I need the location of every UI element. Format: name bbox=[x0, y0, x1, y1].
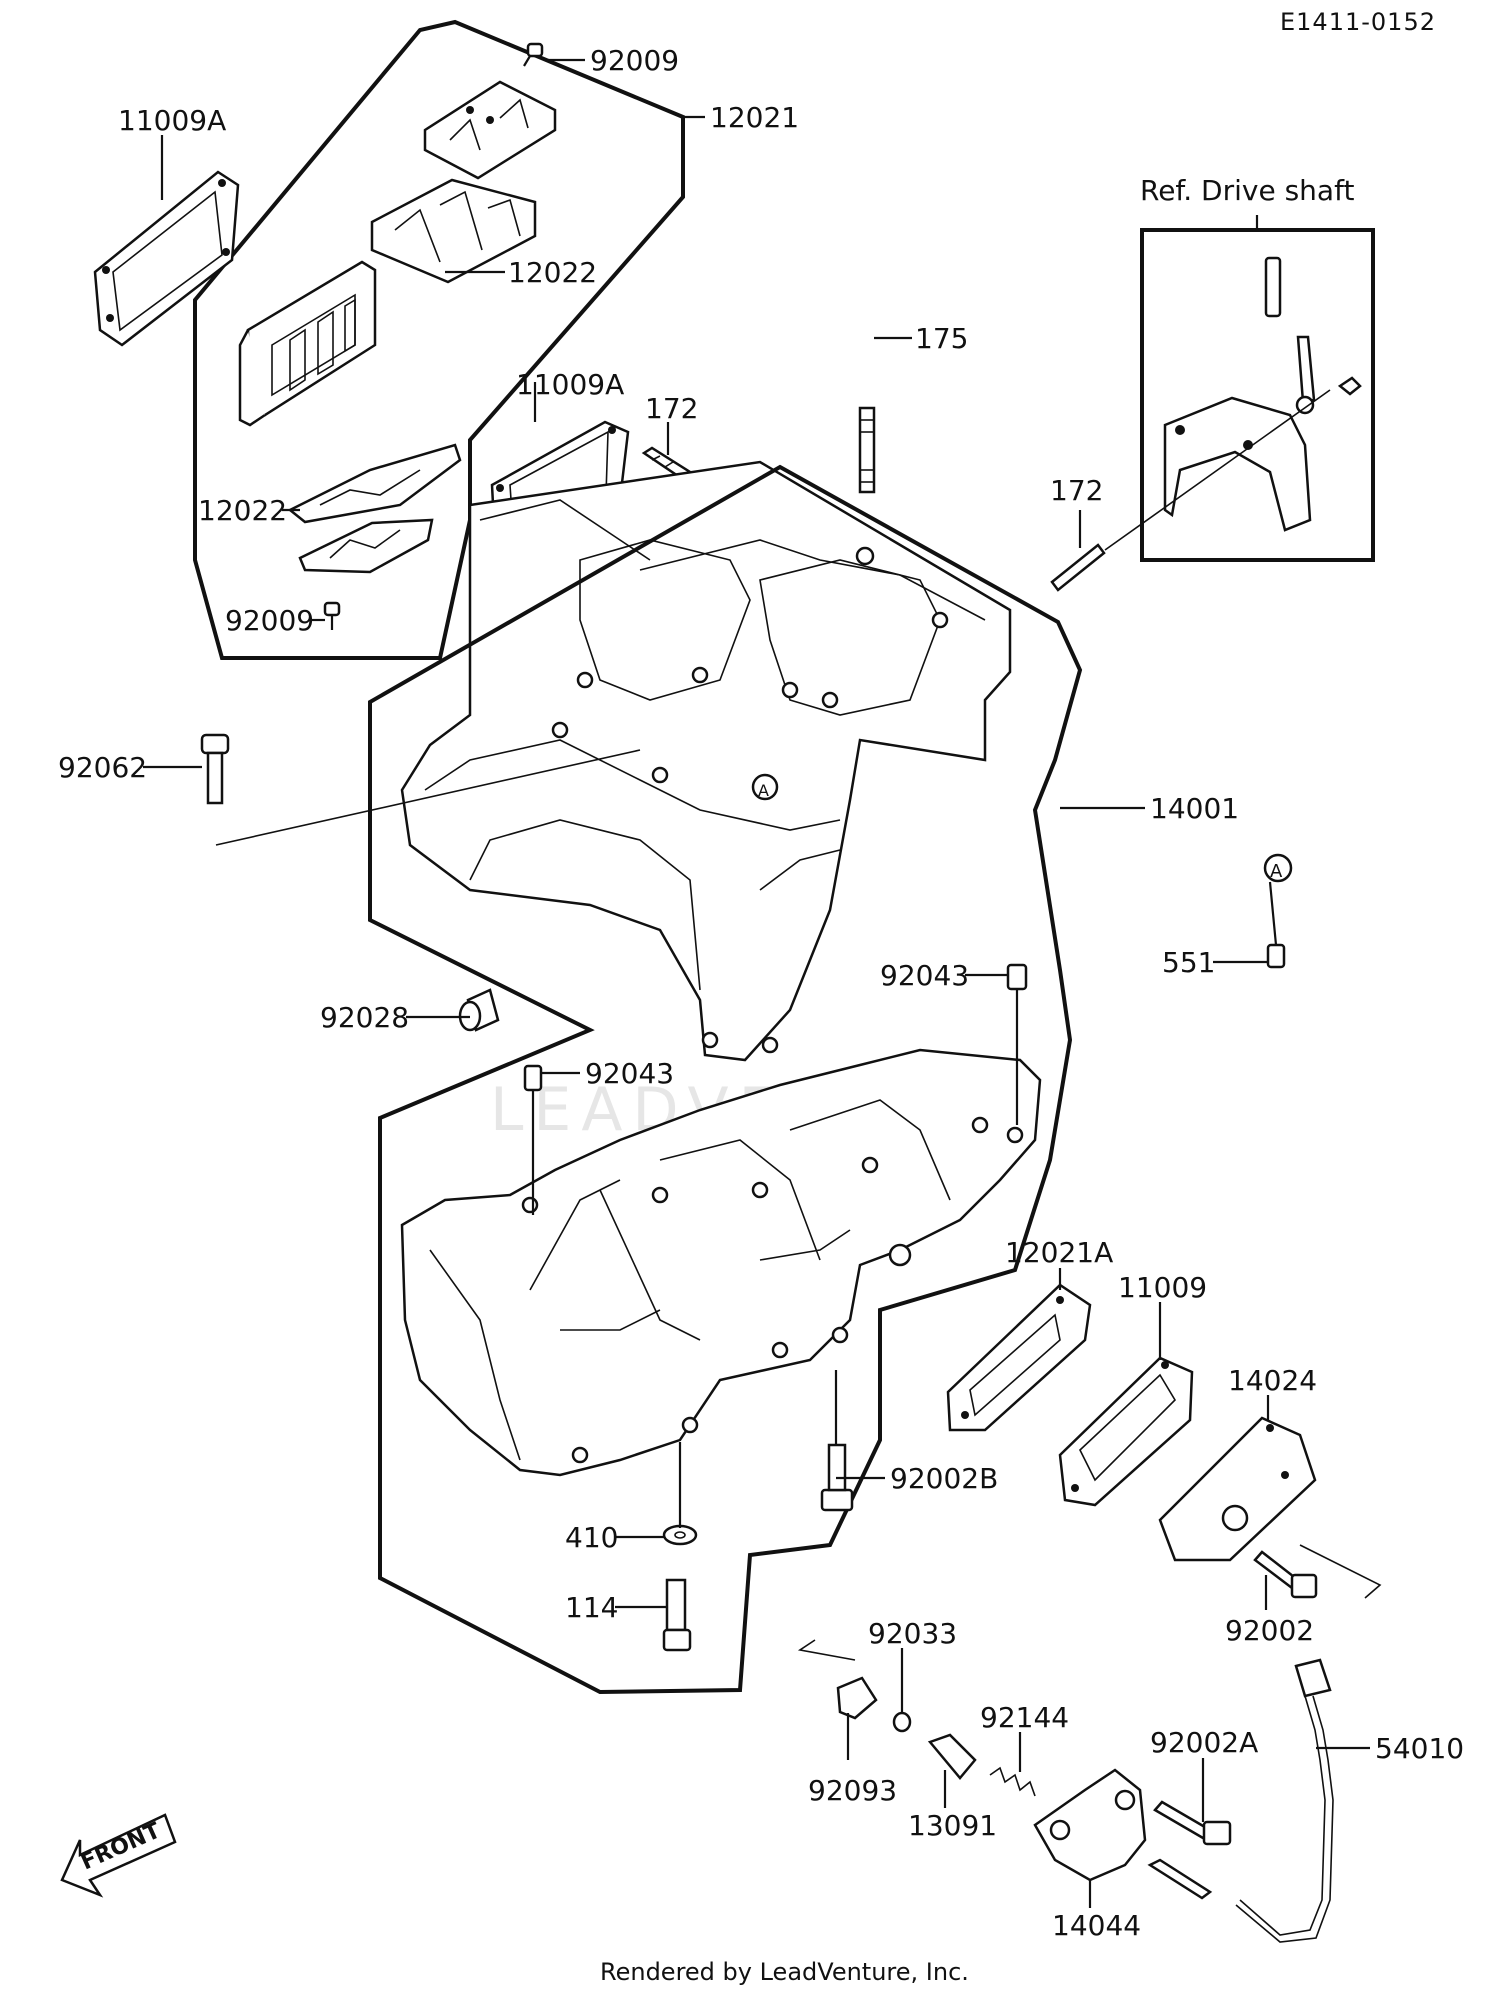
diagram-code: E1411-0152 bbox=[1280, 8, 1436, 36]
housing-14044 bbox=[1033, 1768, 1147, 1882]
callout-A-on-case: A bbox=[758, 781, 769, 800]
lower-crankcase bbox=[400, 1048, 1042, 1477]
label-410: 410 bbox=[565, 1521, 618, 1554]
crankcase-group-outline bbox=[368, 464, 1083, 1695]
label-172-left: 172 bbox=[645, 392, 698, 425]
label-92043-right: 92043 bbox=[880, 959, 969, 992]
label-12022-bottom: 12022 bbox=[198, 494, 287, 527]
label-92009-top: 92009 bbox=[590, 44, 679, 77]
label-92033: 92033 bbox=[868, 1617, 957, 1650]
dowel-92043-right bbox=[1006, 963, 1028, 991]
arrow-left bbox=[797, 1639, 856, 1661]
label-92028: 92028 bbox=[320, 1001, 409, 1034]
gasket-11009A-left bbox=[93, 170, 240, 347]
label-551: 551 bbox=[1162, 946, 1215, 979]
label-14001: 14001 bbox=[1150, 792, 1239, 825]
label-13091: 13091 bbox=[908, 1809, 997, 1842]
bolt-114 bbox=[662, 1578, 692, 1652]
bolt-92002 bbox=[1253, 1550, 1318, 1599]
reed-valve-group-outline bbox=[193, 19, 685, 660]
bushing-92028 bbox=[458, 988, 500, 1032]
stud-172-right bbox=[1050, 543, 1106, 592]
reed-petal-12022-top bbox=[370, 178, 537, 284]
gasket-11009 bbox=[1058, 1356, 1194, 1507]
reed-petal-12022-bottom bbox=[287, 443, 462, 524]
cable-54010 bbox=[1147, 1658, 1334, 1943]
label-92144: 92144 bbox=[980, 1701, 1069, 1734]
reed-stopper-bottom bbox=[298, 518, 434, 574]
plunger-13091 bbox=[927, 1733, 977, 1780]
label-92002B: 92002B bbox=[890, 1462, 998, 1495]
label-172-right: 172 bbox=[1050, 474, 1103, 507]
callout-A-circle bbox=[1263, 853, 1293, 883]
label-92009-bottom: 92009 bbox=[225, 604, 314, 637]
leader-lines bbox=[143, 58, 1370, 1908]
cover-14024 bbox=[1158, 1416, 1317, 1562]
label-11009A-left: 11009A bbox=[118, 104, 226, 137]
part-labels: 92009 12021 11009A 12022 11009A 172 175 … bbox=[58, 44, 1464, 1942]
footer-credit: Rendered by LeadVenture, Inc. bbox=[600, 1958, 969, 1986]
arrow-right bbox=[1299, 1544, 1382, 1599]
label-12021A: 12021A bbox=[1005, 1236, 1113, 1269]
callout-A-legend: A bbox=[1270, 861, 1283, 882]
label-14024: 14024 bbox=[1228, 1364, 1317, 1397]
label-11009: 11009 bbox=[1118, 1271, 1207, 1304]
label-12022-top: 12022 bbox=[508, 256, 597, 289]
label-92093: 92093 bbox=[808, 1774, 897, 1807]
label-114: 114 bbox=[565, 1591, 618, 1624]
cover-12021A bbox=[946, 1283, 1092, 1432]
reed-block-body bbox=[238, 260, 377, 427]
dowel-551 bbox=[1266, 943, 1286, 969]
label-92062: 92062 bbox=[58, 751, 147, 784]
ref-drive-shaft-box bbox=[1140, 215, 1375, 562]
bolt-92002A bbox=[1153, 1800, 1232, 1846]
washer-92033 bbox=[892, 1711, 912, 1733]
label-11009A-mid: 11009A bbox=[516, 368, 624, 401]
cap-92093 bbox=[836, 1676, 878, 1720]
screw-92009-top bbox=[523, 42, 544, 67]
stud-175 bbox=[858, 406, 876, 494]
washer-410 bbox=[662, 1524, 698, 1546]
label-92002: 92002 bbox=[1225, 1614, 1314, 1647]
label-12021: 12021 bbox=[710, 101, 799, 134]
front-arrow bbox=[60, 1813, 177, 1898]
reed-stopper-top bbox=[423, 80, 557, 180]
dowel-92043-left bbox=[523, 1064, 543, 1092]
upper-crankcase bbox=[400, 460, 1012, 1062]
label-92002A: 92002A bbox=[1150, 1726, 1258, 1759]
label-14044: 14044 bbox=[1052, 1909, 1141, 1942]
ref-drive-shaft-label: Ref. Drive shaft bbox=[1140, 174, 1354, 207]
bolt-92062 bbox=[200, 733, 230, 805]
label-54010: 54010 bbox=[1375, 1732, 1464, 1765]
label-175: 175 bbox=[915, 322, 968, 355]
label-92043-left: 92043 bbox=[585, 1057, 674, 1090]
spring-92144 bbox=[989, 1766, 1036, 1797]
screw-92009-bottom bbox=[323, 601, 341, 630]
